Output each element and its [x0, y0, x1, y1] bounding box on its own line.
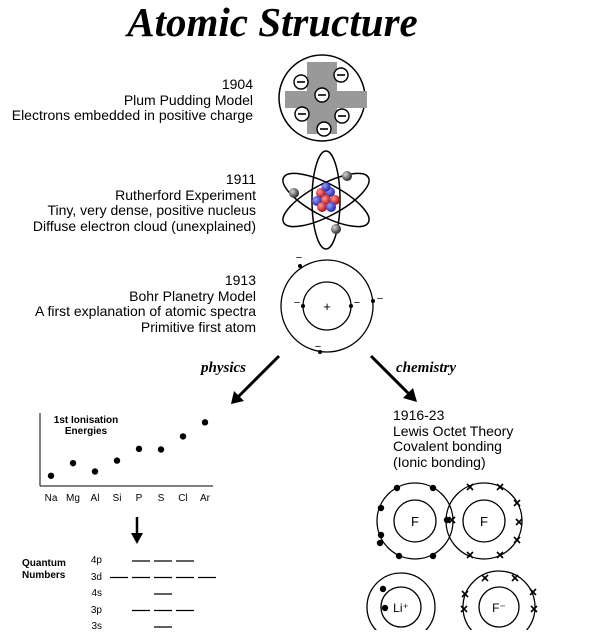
svg-text:F: F	[480, 514, 488, 529]
svg-text:−: −	[377, 293, 383, 305]
chemistry-label: chemistry	[396, 360, 456, 376]
lewis-f2-molecule: F F	[376, 482, 523, 560]
electron-dot	[429, 484, 437, 492]
chart-x-tick-label: Mg	[66, 493, 80, 504]
lewis-line: Covalent bonding	[393, 438, 502, 454]
chart-point	[69, 459, 77, 467]
model-description: Tiny, very dense, positive nucleus	[47, 202, 256, 218]
electron-cross	[515, 518, 523, 526]
chart-x-tick-label: P	[135, 493, 143, 504]
model-year: 1911	[225, 171, 256, 187]
chart-x-tick-label: Cl	[178, 493, 188, 504]
svg-text:F⁻: F⁻	[492, 601, 506, 615]
model-year: 1913	[224, 272, 256, 288]
electron-dot	[381, 604, 389, 612]
electron-cross	[448, 516, 456, 524]
svg-text:Li⁺: Li⁺	[393, 601, 409, 615]
model-description: Electrons embedded in positive charge	[11, 107, 253, 123]
model-description: Primitive first atom	[140, 318, 256, 335]
chart-point	[47, 472, 55, 479]
electron-dot	[376, 539, 384, 547]
electron-dot	[377, 531, 385, 539]
physics-arrow-icon	[231, 354, 281, 404]
svg-text:+: +	[323, 299, 331, 314]
svg-text:F: F	[411, 514, 419, 529]
model-1911-text: 1911 Rutherford Experiment Tiny, very de…	[32, 171, 256, 234]
model-description: Diffuse electron cloud (unexplained)	[32, 217, 256, 234]
plum-pudding-atom-icon	[278, 54, 367, 142]
model-description: A first explanation of atomic spectra	[35, 303, 256, 319]
electron-cross	[511, 574, 519, 582]
electron-dot	[443, 516, 451, 524]
model-year: 1904	[221, 76, 253, 92]
chart-point	[135, 445, 143, 453]
nucleus-icon	[312, 182, 340, 212]
svg-text:−: −	[296, 252, 302, 264]
electron-dot	[393, 484, 401, 492]
ionisation-chart	[39, 413, 213, 487]
lewis-lif-ions: Li⁺ F⁻	[366, 570, 538, 630]
electron-cross	[466, 483, 474, 491]
quantum-numbers-label: Quantum Numbers	[22, 558, 66, 581]
electron-cross	[496, 551, 504, 559]
electron-cross	[529, 588, 537, 596]
electron-cross	[513, 536, 521, 544]
down-arrow-icon	[131, 517, 143, 544]
orbital-level-label: 3d	[90, 571, 102, 583]
electron-icon	[333, 67, 349, 83]
chart-x-tick-label: Ar	[200, 493, 210, 504]
lewis-years: 1916-23	[393, 407, 445, 423]
orbital-level-label: 4p	[90, 555, 102, 566]
electron-icon	[334, 108, 350, 124]
orbital-diagram	[110, 560, 216, 628]
electron-cross	[496, 483, 504, 491]
electron-icon	[293, 74, 309, 90]
chart-point	[201, 419, 209, 426]
svg-text:−: −	[294, 297, 300, 309]
model-name: Plum Pudding Model	[123, 91, 253, 108]
chemistry-arrow-icon	[369, 354, 417, 402]
lewis-line: Lewis Octet Theory	[393, 422, 514, 439]
electron-dot	[395, 552, 403, 560]
electron-dot	[429, 552, 437, 560]
chart-x-tick-label: Na	[44, 493, 58, 504]
chart-point	[113, 457, 121, 464]
model-name: Rutherford Experiment	[115, 186, 256, 203]
model-1904-text: 1904 Plum Pudding Model Electrons embedd…	[11, 76, 253, 124]
orbital-level-label: 3s	[91, 621, 102, 632]
lewis-text: 1916-23 Lewis Octet Theory Covalent bond…	[393, 407, 514, 470]
chart-title: 1st Ionisation Energies	[53, 415, 119, 437]
bohr-atom-icon: + − − − − −	[280, 252, 383, 354]
electron-dot	[379, 585, 387, 593]
electron-cross	[466, 551, 474, 559]
electron-icon	[314, 87, 330, 103]
physics-label: physics	[201, 360, 246, 376]
chart-x-tick-label: Si	[112, 493, 122, 504]
chart-point	[157, 446, 165, 453]
electron-cross	[461, 590, 469, 598]
electron-cross	[530, 605, 538, 613]
rutherford-atom-icon	[282, 150, 370, 250]
electron-cross	[460, 605, 468, 613]
electron-icon	[316, 121, 332, 137]
chart-x-tick-label: S	[157, 493, 165, 504]
orbital-level-label: 3p	[90, 604, 102, 616]
model-name: Bohr Planetry Model	[129, 287, 256, 304]
svg-text:−: −	[315, 341, 321, 353]
chart-point	[91, 468, 99, 475]
electron-dot	[377, 504, 385, 512]
lewis-line: (Ionic bonding)	[393, 453, 486, 470]
electron-icon	[294, 106, 310, 122]
model-1913-text: 1913 Bohr Planetry Model A first explana…	[35, 272, 256, 335]
page-title: Atomic Structure	[127, 0, 418, 45]
electron-cross	[481, 574, 489, 582]
chart-point	[179, 433, 187, 440]
orbital-level-label: 4s	[91, 588, 102, 599]
chart-x-tick-label: Al	[90, 493, 100, 504]
svg-text:−: −	[354, 297, 360, 309]
electron-cross	[513, 499, 521, 507]
